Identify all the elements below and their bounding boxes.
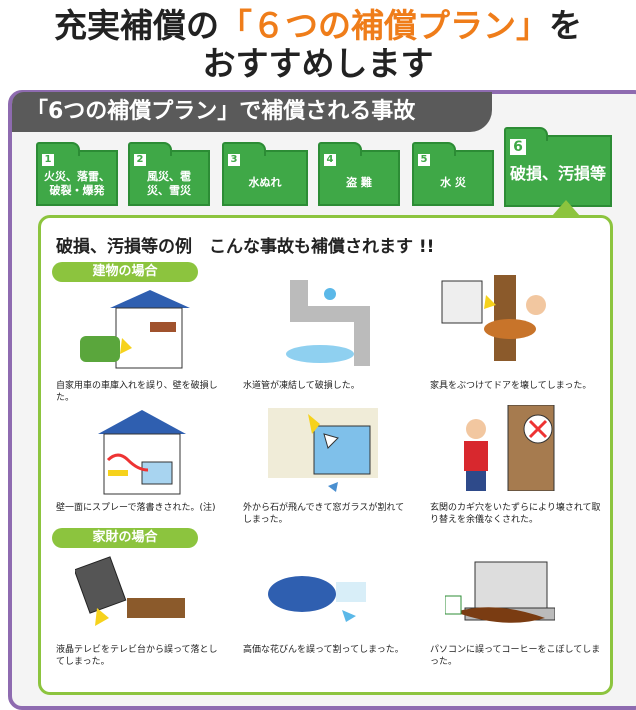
tab-number: 6 [510,139,526,155]
tab-label: 水 災 [440,176,466,189]
plan-banner: 「6つの補償プラン」で補償される事故 [12,92,492,132]
example-caption: パソコンに誤ってコーヒーをこぼしてしまった。 [430,645,601,667]
example-caption: 高価な花びんを誤って割ってしまった。 [243,645,404,655]
broken-window-illustration [268,408,378,492]
tab-plan-1[interactable]: 1 火災、落雷、破裂・爆発 [36,142,118,206]
tab-number: 2 [134,154,146,166]
example-caption: 家具をぶつけてドアを壊してしまった。 [430,381,592,391]
tab-label: 破損、汚損等 [509,164,606,183]
page-title-line2: おすすめします [202,44,434,83]
laptop-coffee-illustration [445,561,555,623]
title-highlight: 「６つの補償プラン」 [219,6,549,45]
section-building: 建物の場合 [52,262,198,282]
tab-plan-6[interactable]: 6 破損、汚損等 [504,127,612,207]
tab-label: 火災、落雷、破裂・爆発 [44,170,110,197]
examples-heading: 破損、汚損等の例 こんな事故も補償されます !! [56,237,435,257]
title-text-end: を [549,6,582,45]
tab-label: 風災、雹災、雪災 [147,170,191,197]
tab-label: 盗 難 [346,176,372,189]
page-title-line1: 充実補償の「６つの補償プラン」を [0,6,636,46]
broken-vase-illustration [268,576,366,622]
fallen-tv-illustration [75,556,185,626]
tab-plan-5[interactable]: 5 水 災 [412,142,494,206]
example-caption: 液晶テレビをテレビ台から誤って落としてしまった。 [56,645,218,667]
example-caption: 自家用車の車庫入れを誤り、壁を破損した。 [56,381,218,403]
example-caption: 外から石が飛んできて窓ガラスが割れてしまった。 [243,503,405,525]
frozen-pipe-illustration [286,280,370,366]
house-car-illustration [80,290,190,369]
tab-pointer [552,200,580,216]
tab-plan-4[interactable]: 4 盗 難 [318,142,400,206]
tab-number: 1 [42,154,54,166]
tab-plan-3[interactable]: 3 水ぬれ [222,142,308,206]
example-caption: 玄関のカギ穴をいたずらにより壊されて取り替えを余儀なくされた。 [430,503,601,525]
graffiti-house-illustration [98,410,186,495]
tab-number: 5 [418,154,430,166]
section-belongings: 家財の場合 [52,528,198,548]
tab-label: 水ぬれ [248,176,282,189]
example-caption: 壁一面にスプレーで落書きされた。(注) [56,503,216,513]
tab-number: 4 [324,154,336,166]
broken-lock-illustration [464,405,555,491]
title-text: 充実補償の [54,6,219,45]
tab-number: 3 [228,154,240,166]
furniture-door-illustration [441,275,546,361]
example-caption: 水道管が凍結して破損した。 [243,381,360,391]
